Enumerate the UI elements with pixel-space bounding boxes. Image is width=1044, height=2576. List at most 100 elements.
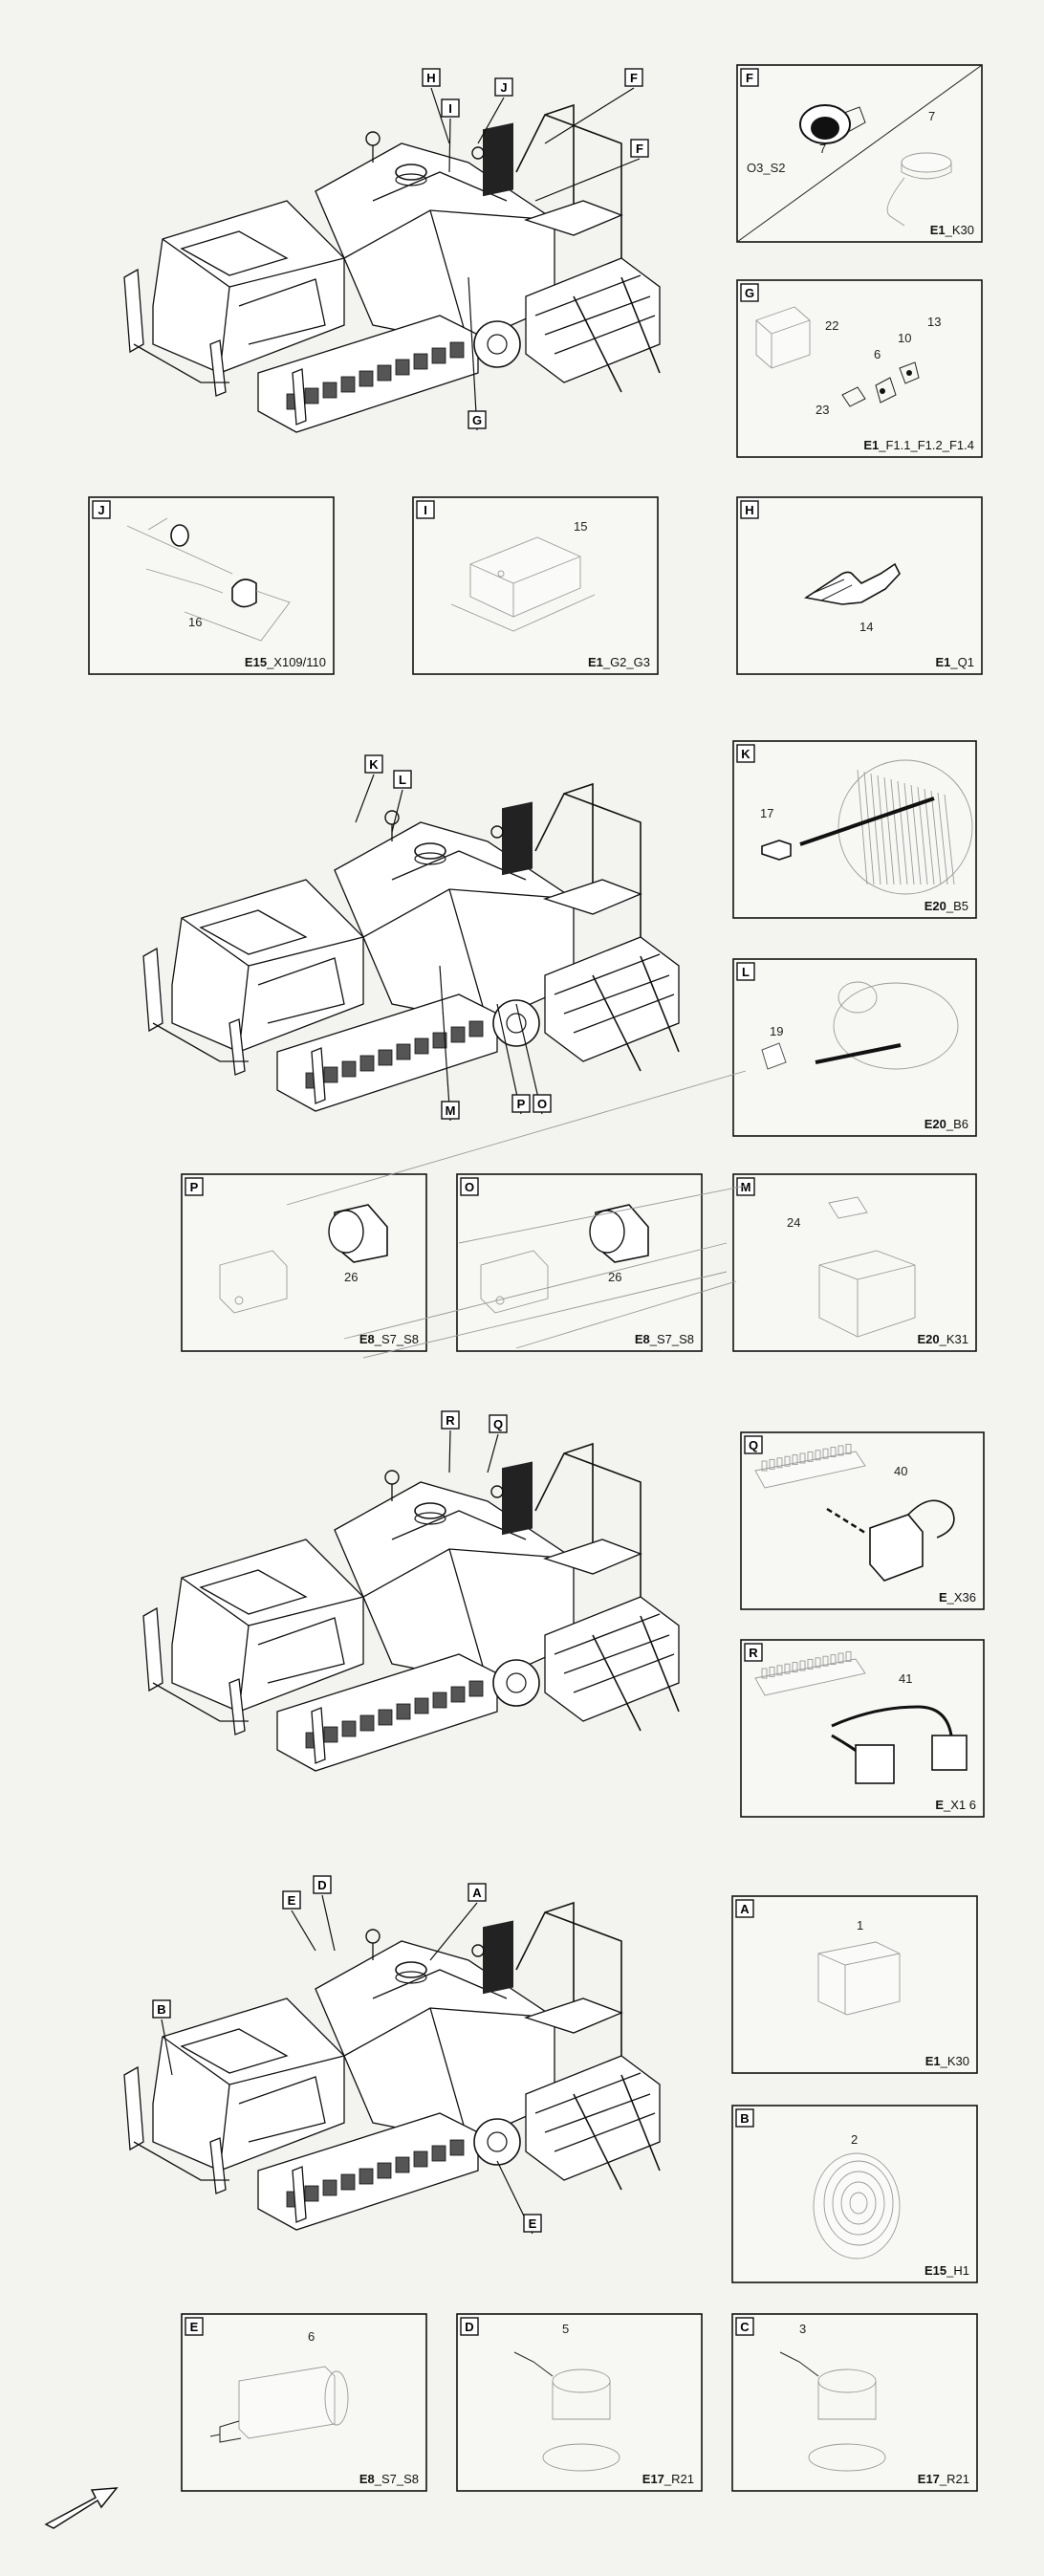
leader-line [343,1242,728,1340]
callout-letter: I [448,101,452,116]
panel-tag: H [740,500,759,519]
panel-frame [736,279,983,458]
panel-tag-letter: K [741,747,750,761]
callout-letter: D [317,1878,326,1892]
callout-letter: F [636,142,643,156]
part-number-label: 2 [851,2132,858,2147]
part-number-label: 22 [825,318,838,333]
circuit-code-group: E20 [924,1117,946,1131]
circuit-code: E15_H1 [924,2263,969,2278]
panel-tag: G [740,283,759,302]
circuit-code: E1_F1.1_F1.2_F1.4 [863,438,974,452]
circuit-code-group: E [935,1798,944,1812]
machine-4 [123,1901,661,2231]
panel-tag: C [735,2317,754,2336]
panel-tag: O [460,1177,479,1196]
callout-tag: F [544,68,643,144]
circuit-code-ref: _F1.1_F1.2_F1.4 [878,438,974,452]
callout-tag: P [496,1003,531,1115]
panel-frame [731,2313,978,2492]
callout-tag: I [441,98,460,173]
panel-tag-letter: R [749,1646,758,1660]
callout-tag: D [313,1875,336,1952]
callout-letter: B [157,2002,165,2017]
machine-2 [142,782,680,1112]
circuit-code-group: E8 [359,2472,375,2486]
component-sketch [813,2152,901,2259]
circuit-code-group: E1 [936,655,951,669]
callout-letter: E [288,1893,296,1908]
leader-line [458,1185,747,1244]
callout-letter: K [369,757,379,772]
circuit-code: E8_S7_S8 [635,1332,694,1346]
callout-tag: R [441,1410,460,1474]
callout-tag: H [422,68,450,144]
circuit-code-group: E1 [863,438,879,452]
panel-tag: L [736,962,755,981]
part-number-label: 16 [188,615,202,629]
callout-tag: L [391,770,412,833]
callout-tag: O [515,1003,552,1115]
part-number-label: 6 [308,2329,315,2344]
direction-arrow-icon [44,2487,119,2529]
panel-tag-letter: G [745,286,754,300]
panel-frame [181,1173,427,1352]
circuit-code: E17_R21 [642,2472,694,2486]
component-sketch [817,1941,901,2016]
part-number-label: 40 [894,1464,907,1478]
component-sketch [761,759,973,895]
part-number-label: 17 [760,806,773,820]
circuit-code-ref: _H1 [946,2263,969,2278]
circuit-code-ref: _R21 [663,2472,694,2486]
panel-tag: P [185,1177,204,1196]
circuit-code-ref: _K30 [940,2054,969,2068]
part-number-label: 26 [344,1270,358,1284]
circuit-code: E15_X109/110 [245,655,326,669]
part-number-label: 6 [874,347,881,361]
panel-tag: M [736,1177,755,1196]
component-sketch [754,1650,968,1784]
circuit-code: E20_B5 [924,899,968,913]
callout-letter: H [426,71,435,85]
component-sketch [126,517,291,642]
panel-tag-letter: D [465,2320,473,2334]
callout-tag: M [439,965,460,1122]
panel-tag: K [736,744,755,763]
machine-1 [123,103,661,433]
circuit-code-group: E [939,1590,947,1605]
circuit-code: E20_K31 [917,1332,968,1346]
callout-letter: L [399,773,406,787]
panel-tag: E [185,2317,204,2336]
panel-tag: F [740,68,759,87]
component-sketch [736,64,983,243]
part-number-label: 15 [574,519,587,534]
panel-tag-letter: J [98,503,104,517]
callout-tag: E [496,2160,542,2235]
circuit-code-ref: _X109/110 [266,655,326,669]
circuit-code-ref: _X36 [946,1590,976,1605]
circuit-code-group: E20 [924,899,946,913]
part-number-label: 24 [787,1215,800,1230]
callout-letter: O [537,1097,547,1111]
leader-line [515,1280,737,1349]
panel-tag: I [416,500,435,519]
circuit-code: E8_S7_S8 [359,2472,419,2486]
part-number-label: 5 [562,2322,569,2336]
circuit-code: E8_S7_S8 [359,1332,419,1346]
circuit-code: E17_R21 [918,2472,969,2486]
panel-frame [456,1173,703,1352]
callout-tag: E [282,1890,316,1952]
callout-tag: G [468,276,487,431]
